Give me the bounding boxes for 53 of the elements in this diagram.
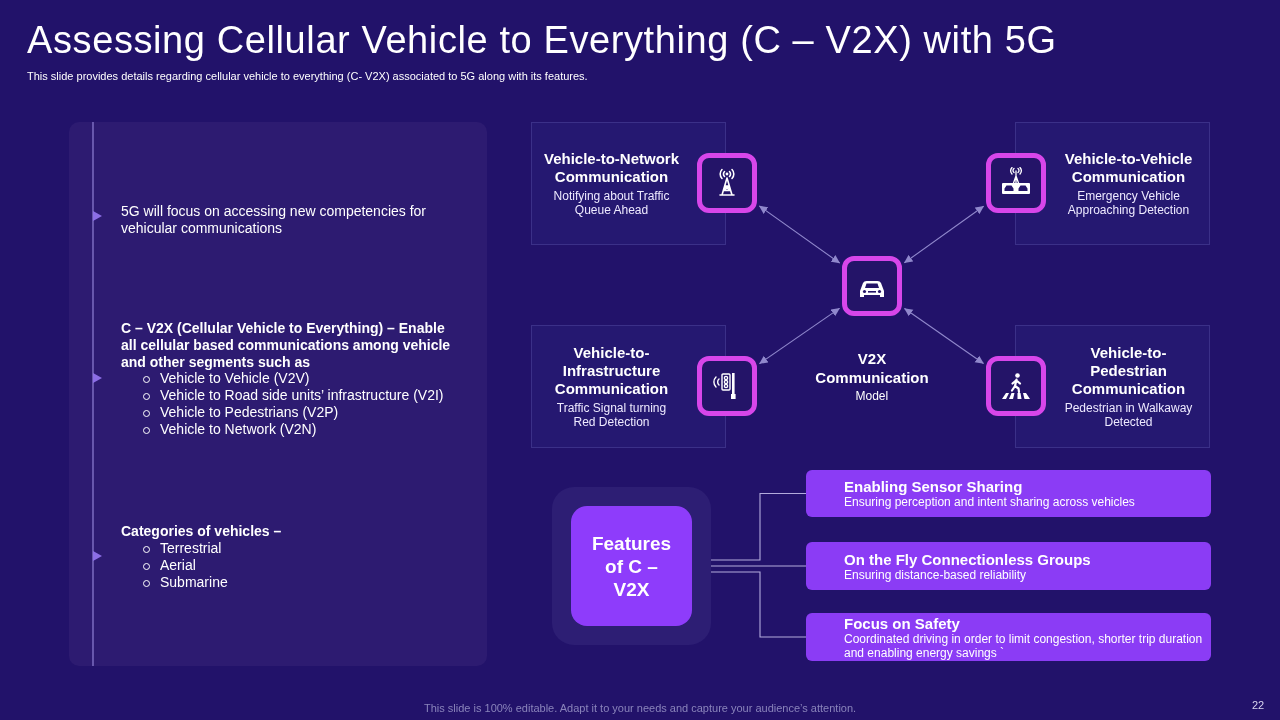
feature-title: Focus on Safety bbox=[844, 614, 960, 632]
feature-bar bbox=[806, 613, 1211, 661]
info-card bbox=[531, 122, 726, 245]
info-card bbox=[1015, 122, 1210, 245]
feature-description: Ensuring distance-based reliability bbox=[844, 567, 1027, 582]
card-title: Vehicle-to-Pedestrian Communication bbox=[1070, 344, 1187, 398]
icon-tile bbox=[697, 153, 757, 213]
card-description: Notifying about Traffic Queue Ahead bbox=[552, 189, 671, 217]
list-item: Vehicle to Network (V2N) bbox=[160, 421, 317, 438]
hub-box bbox=[571, 506, 692, 626]
hub-title: Features of C – V2X bbox=[590, 531, 673, 601]
card-description: Pedestrian in Walkaway Detected bbox=[1063, 401, 1194, 429]
hub-backdrop bbox=[552, 487, 711, 645]
list-item: Terrestrial bbox=[160, 540, 222, 557]
slide-title: Assessing Cellular Vehicle to Everything (C – V2X) with 5G bbox=[27, 18, 1057, 63]
icon-tile bbox=[986, 153, 1046, 213]
connector-line bbox=[710, 571, 807, 638]
feature-bar bbox=[806, 542, 1211, 590]
icon-tile bbox=[697, 356, 757, 416]
slide-subtitle: This slide provides details regarding cellular vehicle to everything (C- V2X) associated to 5G along with its features. bbox=[27, 69, 588, 83]
bullet-heading: Categories of vehicles – bbox=[121, 523, 282, 540]
info-panel bbox=[69, 122, 487, 666]
list-item: Submarine bbox=[160, 574, 228, 591]
bullet-text: 5G will focus on accessing new competencies for vehicular communications bbox=[121, 203, 428, 237]
footer-note: This slide is 100% editable. Adapt it to your needs and capture your audience’s attention. bbox=[424, 701, 857, 715]
double-arrow bbox=[903, 205, 985, 264]
list-item: Vehicle to Road side units’ infrastructure (V2I) bbox=[160, 387, 444, 404]
bullet-heading: C – V2X (Cellular Vehicle to Everything) – Enable all cellular based communications among vehicle and other segments such as bbox=[121, 320, 452, 371]
card-description: Emergency Vehicle Approaching Detection bbox=[1066, 189, 1191, 217]
info-card bbox=[1015, 325, 1210, 448]
double-arrow bbox=[758, 307, 841, 365]
diagram-center-title: V2X Communication bbox=[814, 349, 930, 387]
card-description: Traffic Signal turning Red Detection bbox=[555, 401, 668, 429]
card-title: Vehicle-to-Network Communication bbox=[543, 150, 680, 186]
card-title: Vehicle-to-Infrastructure Communication bbox=[553, 344, 670, 398]
double-arrow bbox=[758, 205, 841, 264]
list-item: Vehicle to Pedestrians (V2P) bbox=[160, 404, 339, 421]
feature-title: On the Fly Connectionless Groups bbox=[844, 550, 1091, 568]
double-arrow bbox=[903, 307, 985, 365]
icon-tile bbox=[986, 356, 1046, 416]
info-card bbox=[531, 325, 726, 448]
feature-bar bbox=[806, 470, 1211, 517]
list-item: Vehicle to Vehicle (V2V) bbox=[160, 370, 310, 387]
feature-description: Coordinated driving in order to limit congestion, shorter trip duration and enabling energy savings ` bbox=[844, 631, 1204, 660]
connector-line bbox=[710, 565, 807, 567]
diagram-center-subtitle: Model bbox=[855, 389, 889, 403]
page-number: 22 bbox=[1252, 698, 1265, 712]
card-title: Vehicle-to-Vehicle Communication bbox=[1063, 150, 1194, 186]
feature-description: Ensuring perception and intent sharing across vehicles bbox=[844, 495, 1135, 509]
connector-line bbox=[710, 492, 807, 561]
icon-tile bbox=[842, 256, 902, 316]
list-item: Aerial bbox=[160, 557, 196, 574]
feature-title: Enabling Sensor Sharing bbox=[844, 478, 1023, 495]
